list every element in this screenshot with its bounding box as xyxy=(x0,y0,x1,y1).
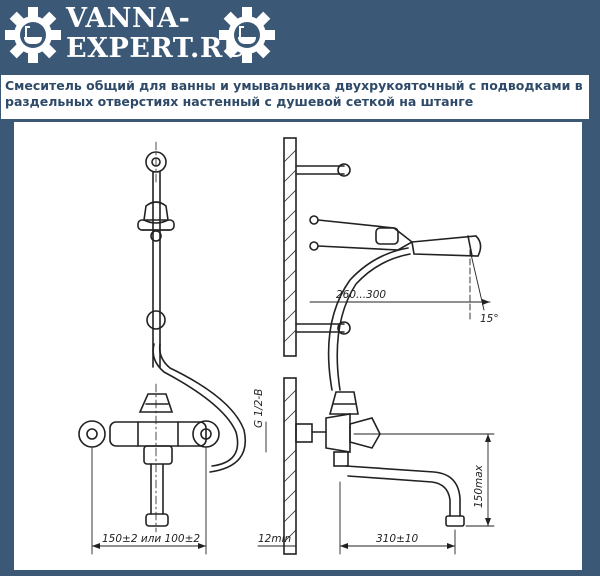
technical-drawing: 150±2 или 100±2 12min 310±10 150max 260.… xyxy=(14,122,582,570)
dim-angle: 15° xyxy=(480,313,499,325)
side-view xyxy=(257,137,495,555)
dim-shower-reach: 260...300 xyxy=(336,289,386,301)
brand-line-2: EXPERT.RU xyxy=(66,33,247,64)
dim-thread: G 1/2-B xyxy=(253,389,265,428)
dim-width-front: 150±2 или 100±2 xyxy=(102,533,200,545)
page-caption: Смеситель общий для ванны и умывальника … xyxy=(1,75,589,119)
site-header: VANNA- EXPERT.RU xyxy=(0,0,600,72)
gear-bathtub-icon xyxy=(219,7,275,63)
dim-spout-reach: 310±10 xyxy=(376,533,419,545)
gear-bathtub-icon xyxy=(5,7,61,63)
front-view xyxy=(78,141,246,555)
brand-line-1: VANNA- xyxy=(66,3,191,34)
site-logo-text[interactable]: VANNA- EXPERT.RU xyxy=(66,4,247,64)
dim-wall-min: 12min xyxy=(258,533,291,545)
dim-height-max: 150max xyxy=(473,464,485,508)
